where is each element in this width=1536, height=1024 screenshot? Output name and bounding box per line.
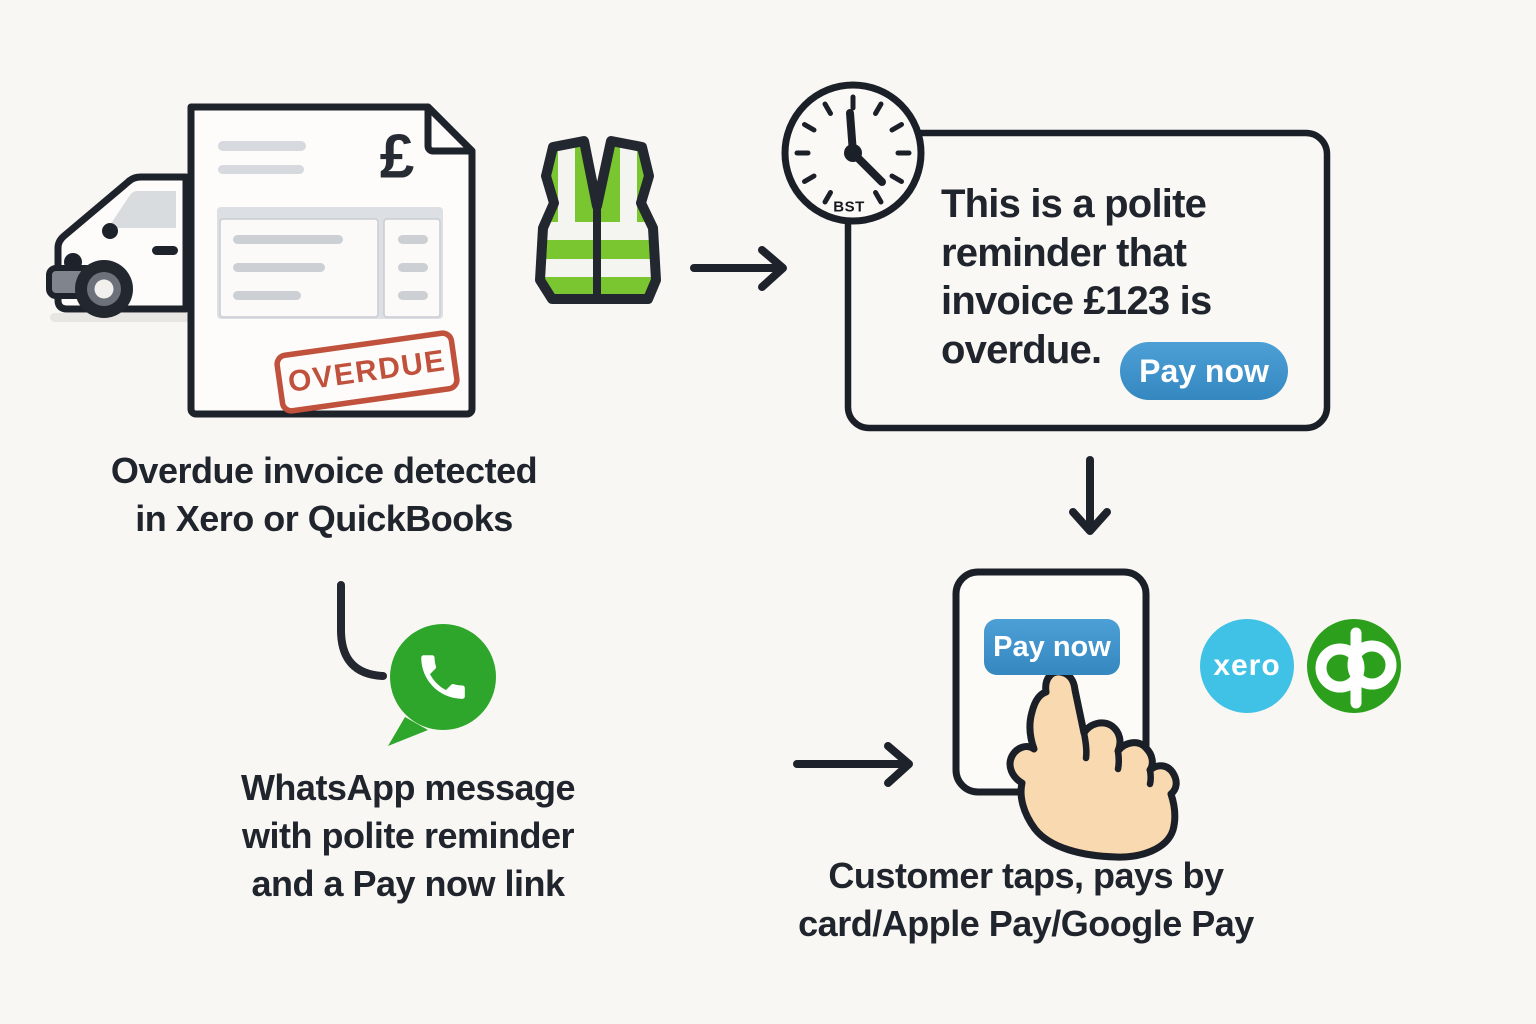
overdue-stamp [274, 330, 460, 414]
quickbooks-logo [1307, 619, 1401, 713]
whatsapp-bubble-tail [388, 717, 428, 746]
pay-now-button[interactable]: Pay now [1120, 342, 1288, 400]
whatsapp-icon [388, 624, 496, 746]
invoice-currency-symbol: £ [379, 122, 415, 192]
phone-pay-now-label: Pay now [993, 630, 1111, 663]
van-window [110, 191, 176, 228]
pointing-hand-icon [1006, 668, 1180, 861]
message-line: overdue. [941, 327, 1102, 372]
message-line: invoice £123 is [941, 279, 1212, 323]
caption-line: and a Pay now link [251, 863, 565, 904]
table-line [398, 235, 428, 244]
document-line [218, 141, 306, 151]
hi-vis-vest-icon [535, 136, 661, 304]
clock-timezone-label: BST [833, 198, 865, 216]
whatsapp-bubble [390, 624, 496, 730]
arrow-down-icon [1069, 456, 1111, 535]
van-door-handle [152, 246, 178, 255]
caption-line: with polite reminder [241, 815, 575, 856]
document-line [218, 165, 304, 174]
caption-line: card/Apple Pay/Google Pay [798, 903, 1254, 944]
table-line [233, 263, 325, 272]
phone-pay-now-button[interactable]: Pay now [984, 619, 1120, 675]
step3-caption: Customer taps, pays by card/Apple Pay/Go… [798, 852, 1254, 948]
message-line: reminder that [941, 230, 1187, 275]
message-line: This is a polite [941, 182, 1207, 226]
caption-line: Customer taps, pays by [828, 855, 1224, 896]
overdue-stamp-border [274, 330, 460, 414]
van-headlight [64, 253, 82, 271]
phone-handset-glyph [421, 655, 465, 699]
van-wheel-center [94, 279, 114, 299]
vest-outline [535, 136, 661, 304]
step1-caption: Overdue invoice detected in Xero or Quic… [110, 447, 538, 543]
xero-logo [1200, 619, 1294, 713]
delivery-van-icon [46, 173, 190, 318]
ground-shadow [50, 313, 195, 322]
invoice-document-icon [187, 103, 476, 418]
hand-finger-creases [1080, 729, 1154, 788]
arrow-right-icon [690, 246, 787, 291]
vest-stripe [558, 141, 575, 228]
caption-line: WhatsApp message [240, 767, 576, 808]
arrow-right-icon [793, 742, 913, 787]
table-line [233, 235, 343, 244]
caption-line: in Xero or QuickBooks [135, 498, 513, 539]
step2-caption: WhatsApp message with polite reminder an… [240, 764, 576, 908]
clock-icon [781, 81, 925, 225]
pay-now-button-label: Pay now [1139, 352, 1269, 389]
table-line [398, 263, 428, 272]
xero-logo-label: xero [1213, 649, 1281, 682]
document-fold-corner [424, 103, 476, 155]
qb-monogram [1315, 627, 1397, 709]
clock-center [844, 144, 862, 162]
connector-line [337, 581, 387, 680]
table-line [398, 291, 428, 300]
reminder-message-text: This is a polite reminder that invoice £… [941, 180, 1212, 374]
table-line [233, 291, 301, 300]
van-mirror [102, 223, 118, 239]
vest-stripe [620, 141, 637, 228]
clock-ticks [794, 94, 912, 205]
caption-line: Overdue invoice detected [110, 450, 538, 491]
